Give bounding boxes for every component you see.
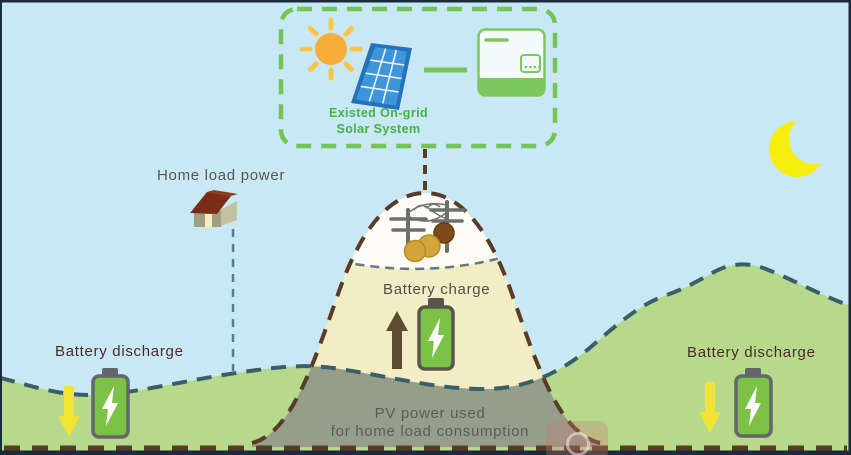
grid-export-cap-line xyxy=(325,251,519,271)
battery-discharge-right-label: Battery discharge xyxy=(687,344,816,361)
solar-box-label-line1: Existed On-grid xyxy=(328,106,429,120)
down-arrow-left-icon xyxy=(58,386,80,437)
home-load-curve-line xyxy=(0,262,851,398)
moon-icon xyxy=(769,114,839,177)
pv-power-label-line1: PV power used xyxy=(374,405,486,422)
battery-charge-label: Battery charge xyxy=(383,281,491,298)
solar-panel-icon xyxy=(351,43,412,110)
up-arrow-icon xyxy=(386,311,408,369)
battery-discharge-right-icon xyxy=(734,368,773,438)
solar-box-label-line2: Solar System xyxy=(336,122,421,136)
home-load-area xyxy=(0,264,851,455)
battery-discharge-left-icon xyxy=(91,368,130,439)
grid-export-cap-area xyxy=(326,193,518,269)
house-icon xyxy=(190,190,238,227)
pv-curve-line xyxy=(251,190,601,445)
down-arrow-right-icon xyxy=(699,382,721,433)
home-load-power-label: Home load power xyxy=(157,167,286,184)
coins-icon xyxy=(403,222,455,263)
mountain-inner-regions xyxy=(252,193,600,447)
battery-charge-icon xyxy=(417,298,455,371)
battery-discharge-left-label: Battery discharge xyxy=(55,343,184,360)
inverter-icon xyxy=(477,28,546,97)
sun-icon xyxy=(299,17,363,81)
pv-power-label-line2: for home load consumption xyxy=(330,423,530,440)
magnifier-watermark-icon xyxy=(546,421,608,455)
